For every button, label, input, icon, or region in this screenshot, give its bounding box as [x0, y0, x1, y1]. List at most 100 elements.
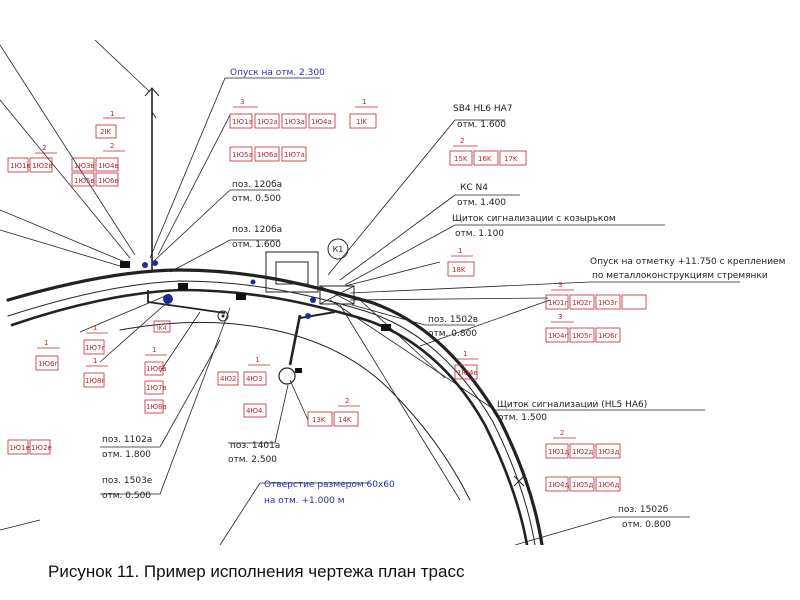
note-poz-1502b: поз. 1502в [428, 315, 478, 325]
cable-tag-label: 1Ю2е [31, 444, 52, 452]
cable-tag-label: 1Ю5д [572, 481, 593, 489]
note-sb4: SB4 HL6 HA7 [453, 104, 513, 114]
junction-dot [142, 262, 148, 268]
cable-tag-label: 1Ю2а [257, 118, 278, 126]
cable-tag-label: 1Ю3г [598, 299, 618, 307]
cable-tag-label: 1 [255, 356, 259, 364]
note-ks-n4: КС N4 [460, 183, 488, 193]
cable-tag-label: 17K [504, 155, 518, 163]
note-otm-0500b: отм. 0.500 [102, 491, 151, 501]
junction-dot [305, 313, 311, 319]
cable-tag-label: 1Ю1в [10, 162, 31, 170]
note-otm-1600a: отм. 1.600 [457, 120, 506, 130]
cable-tag-group: 3 1Ю1а 1Ю2а 1Ю3а 1Ю4а 1Ю5а 1Ю6а 1Ю7а [229, 98, 336, 162]
cable-tag-label: 3 [558, 313, 562, 321]
cable-tag-label: 4Ю2 [220, 375, 236, 383]
cable-tag-group: 1 1Ю6в 1Ю7в 1Ю8в [144, 346, 167, 414]
cable-tag-label: 13K [312, 416, 326, 424]
box-symbol [120, 261, 130, 268]
hatched-element [319, 285, 355, 305]
cable-tag-group: 3 1Ю1г 1Ю2г 1Ю3г 3 1Ю4г 1Ю5г 1Ю6г [545, 281, 647, 343]
cable-tag-label: 1Ю3а [284, 118, 305, 126]
riser-top-hook [144, 87, 160, 97]
route-end-tick [513, 475, 525, 487]
box-symbol [295, 368, 302, 373]
figure-caption: Рисунок 11. Пример исполнения чертежа пл… [48, 562, 465, 581]
note-na-otm-1000: на отм. +1.000 м [264, 496, 344, 506]
box-symbol [178, 283, 188, 290]
cable-tag-label: 1Ю4г [548, 332, 568, 340]
note-otm-0800a: отм. 0.800 [428, 329, 477, 339]
cable-tag-label: 1Ю4в [98, 162, 119, 170]
cable-tag-group: 2 1Ю1в 1Ю2в [7, 144, 57, 173]
cable-tag-label: 3 [240, 98, 244, 106]
box-symbol [381, 324, 391, 331]
note-opusk-2300: Опуск на отм. 2.300 [230, 68, 325, 78]
annotation-text: Опуск на отм. 2.300 SB4 HL6 HA7 отм. 1.6… [102, 68, 785, 530]
note-otverstie: Отверстие размером 60х60 [264, 480, 395, 490]
cable-tag-label: 16K [478, 155, 492, 163]
cable-tag-label: 1 [362, 98, 366, 106]
box-symbol [236, 293, 246, 300]
cable-tag-group: 2 1Ю1д 1Ю2д 1Ю3д 1Ю4д 1Ю5д 1Ю6д [545, 429, 621, 492]
branch-left [147, 290, 226, 314]
cable-tag-label: 1Ю2в [32, 162, 53, 170]
cable-tag-group: 2 13K 14K [307, 397, 360, 427]
outer-wall-arc [119, 322, 471, 501]
cable-tag-label: 1IK [356, 118, 368, 126]
cable-tag-label: 1Ю7а [284, 151, 305, 159]
marker-circle [327, 238, 349, 260]
marker-label: К1 [333, 245, 344, 254]
cable-tag-label: 1Ю2д [572, 448, 593, 456]
cable-tag-label: 1Ю7в [146, 384, 167, 392]
note-otm-1600b: отм. 1.600 [232, 240, 281, 250]
junction-dot [152, 260, 158, 266]
cable-tag-label: 1Ю6в [146, 365, 167, 373]
note-shchitok-hl5: Щиток сигнализации (HL5 HA6) [497, 400, 647, 410]
cable-tag-label: 2 [42, 144, 46, 152]
note-poz-1401a: поз. 1401а [230, 441, 280, 451]
note-metallokonstr: по металлоконструкциям стремянки [592, 271, 768, 281]
cable-tag-label: 18K [452, 266, 466, 274]
cable-tag-label: 1Ю1г [548, 299, 568, 307]
route-symbols: К1 IK4 [120, 238, 525, 487]
cable-tag-label: 4Ю4 [246, 407, 263, 415]
tray-thin-line [7, 280, 536, 545]
cable-tag-group: 2 15K 16K 17K [449, 137, 527, 166]
cable-tag-label: 1Ю6д [598, 481, 619, 489]
cable-tag-label: 1 [463, 350, 467, 358]
cable-tag-label: 1Ю6а [257, 151, 278, 159]
cable-tag-label: 3 [558, 281, 562, 289]
cable-tag-label: 1Ю4а [311, 118, 332, 126]
note-poz-1503e: поз. 1503е [102, 476, 153, 486]
cable-tag-label: 1Ю5а [232, 151, 253, 159]
cable-tag-label: 1Ю6в [98, 177, 119, 185]
cable-tag-group: 1 2IK [95, 110, 125, 139]
note-poz-1502b2: поз. 1502б [618, 505, 669, 515]
cable-tag-label: 1 [110, 110, 114, 118]
cable-tag-label: 2 [560, 429, 564, 437]
junction-dot [310, 297, 316, 303]
cable-tag-label: 1Ю3в [74, 162, 95, 170]
branch-down [288, 314, 302, 366]
cable-tag-label: 1 [93, 324, 97, 332]
cable-tag-label: 1Ю1д [548, 448, 569, 456]
cable-tag-label: 1 [458, 247, 462, 255]
cable-tag-group: 1 1Ю7г [83, 324, 108, 355]
note-otm-1500: отм. 1.500 [498, 413, 547, 423]
cable-tag-label: 1 [152, 346, 156, 354]
cable-tray [6, 268, 544, 545]
cable-tag-label: 2 [460, 137, 464, 145]
cable-tag-group: 1 4Ю2 4Ю3 4Ю4 [217, 356, 270, 418]
cable-tag-label: 1Ю2г [572, 299, 592, 307]
tray-outer-line [6, 268, 544, 545]
cable-tag-label: 1Ю8в [146, 403, 167, 411]
note-shchitok-kozyrek: Щиток сигнализации с козырьком [452, 214, 616, 224]
cable-tag-label: 1Ю4д [548, 481, 569, 489]
cable-tag-label: 1Ю8г [85, 377, 105, 385]
note-otm-2500: отм. 2.500 [228, 455, 277, 465]
cable-tag-label: 15K [454, 155, 468, 163]
cable-tags: 1 2IK 2 1Ю1в 1Ю2в 2 1Ю3в 1Ю4в 1Ю5в 1Ю6в … [7, 98, 647, 492]
junction-dot [163, 294, 173, 304]
tag-box [153, 320, 171, 333]
